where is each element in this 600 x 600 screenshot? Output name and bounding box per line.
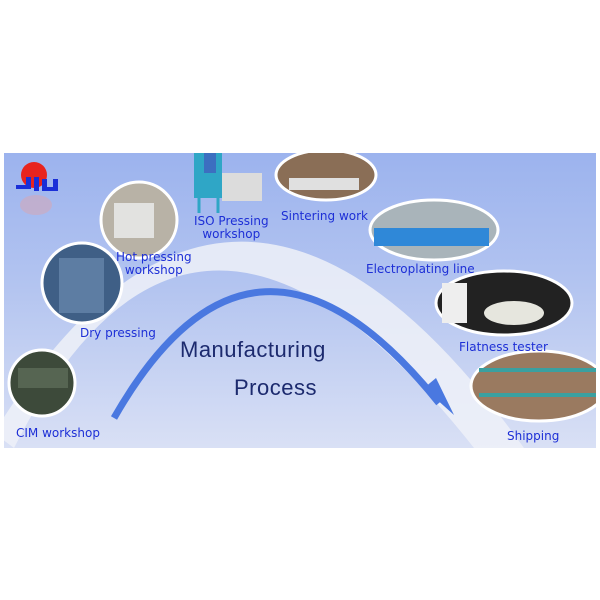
photo-flatness-tester — [434, 269, 574, 337]
photo-hot-pressing — [99, 180, 179, 260]
arrow-head-icon — [424, 378, 454, 415]
step-label-electroplating: Electroplating line — [366, 262, 475, 276]
photo-shipping — [469, 349, 596, 423]
step-label-shipping: Shipping — [507, 429, 560, 443]
step-label-flatness-tester: Flatness tester — [459, 340, 548, 354]
photo-dry-pressing — [40, 241, 124, 325]
process-arrow-arc — [110, 288, 442, 420]
title-line-1: Manufacturing — [180, 337, 326, 362]
white-arc-band — [4, 241, 524, 448]
company-logo — [16, 162, 58, 215]
photo-sintering — [274, 153, 378, 202]
photo-cim-workshop — [7, 348, 77, 418]
diagram-graphics — [4, 153, 596, 448]
step-label-dry-pressing: Dry pressing — [80, 326, 156, 340]
title-line-2: Process — [234, 375, 317, 400]
photo-electroplating — [368, 198, 500, 262]
step-label-sintering: Sintering work — [281, 209, 368, 223]
step-label-cim-workshop: CIM workshop — [16, 426, 100, 440]
photo-iso-pressing — [194, 153, 262, 213]
